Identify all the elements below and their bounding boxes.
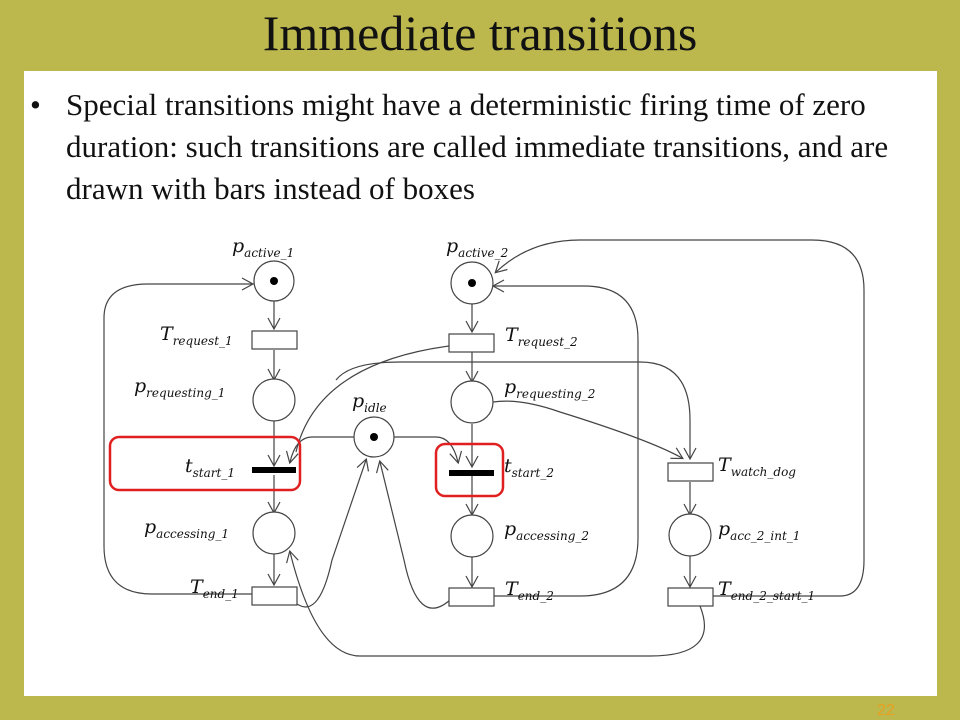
label-T-watch-dog: Twatch_dog (718, 454, 796, 479)
place-p-requesting-1 (252, 378, 296, 422)
place-p-requesting-2 (450, 380, 494, 424)
place-p-acc-2-int-1 (668, 513, 712, 557)
token-p-idle (370, 433, 378, 441)
arc-tend1-pactive1 (103, 277, 255, 595)
transition-T-end-1 (251, 586, 298, 606)
bullet-text: Special transitions might have a determi… (66, 87, 889, 206)
label-p-active-2: pactive_2 (446, 235, 508, 260)
transition-T-end-2 (448, 587, 495, 607)
label-p-requesting-2: prequesting_2 (504, 376, 595, 401)
arc-outer-pactive2 (494, 239, 865, 597)
transition-T-request-2 (448, 333, 495, 353)
place-p-accessing-1 (252, 511, 296, 555)
transition-T-request-1 (251, 330, 298, 350)
bullet-icon: • (30, 87, 41, 122)
label-T-end-1: Tend_1 (190, 576, 239, 601)
token-p-active-1 (270, 277, 278, 285)
label-T-request-2: Trequest_2 (505, 324, 578, 349)
transition-t-start-1 (252, 467, 296, 473)
arc-tend2-pidle (375, 459, 451, 609)
token-p-active-2 (468, 279, 476, 287)
highlight-box-t-start-2 (434, 442, 505, 498)
label-t-start-2: tstart_2 (504, 455, 554, 480)
place-p-accessing-2 (450, 514, 494, 558)
arc-tend1-pidle (291, 457, 370, 608)
transition-T-watch-dog (667, 462, 714, 482)
label-p-requesting-1: prequesting_1 (134, 375, 225, 400)
label-t-start-1: tstart_1 (185, 455, 235, 480)
arc-tend2-pactive2 (491, 279, 639, 597)
page-number: 22 (877, 702, 895, 719)
label-p-acc-2-int-1: pacc_2_int_1 (718, 518, 800, 543)
label-p-idle: pidle (352, 390, 387, 415)
transition-t-start-2 (449, 470, 494, 476)
label-T-end-2: Tend_2 (505, 578, 554, 603)
label-T-end-2-start-1: Tend_2_start_1 (718, 578, 815, 603)
slide-title: Immediate transitions (262, 5, 698, 61)
label-p-accessing-1: paccessing_1 (144, 516, 229, 541)
label-T-request-1: Trequest_1 (160, 323, 233, 348)
highlight-box-t-start-1 (108, 435, 302, 492)
arc-pidle-tstart2 (392, 436, 463, 465)
arc-prequesting2-twatchdog (492, 400, 684, 460)
transition-T-end-2-start-1 (667, 587, 714, 607)
label-p-active-1: pactive_1 (232, 235, 294, 260)
arc-tend2start1-paccessing1 (286, 549, 705, 657)
arc-request-twatchdog (335, 361, 697, 461)
label-p-accessing-2: paccessing_2 (504, 518, 589, 543)
